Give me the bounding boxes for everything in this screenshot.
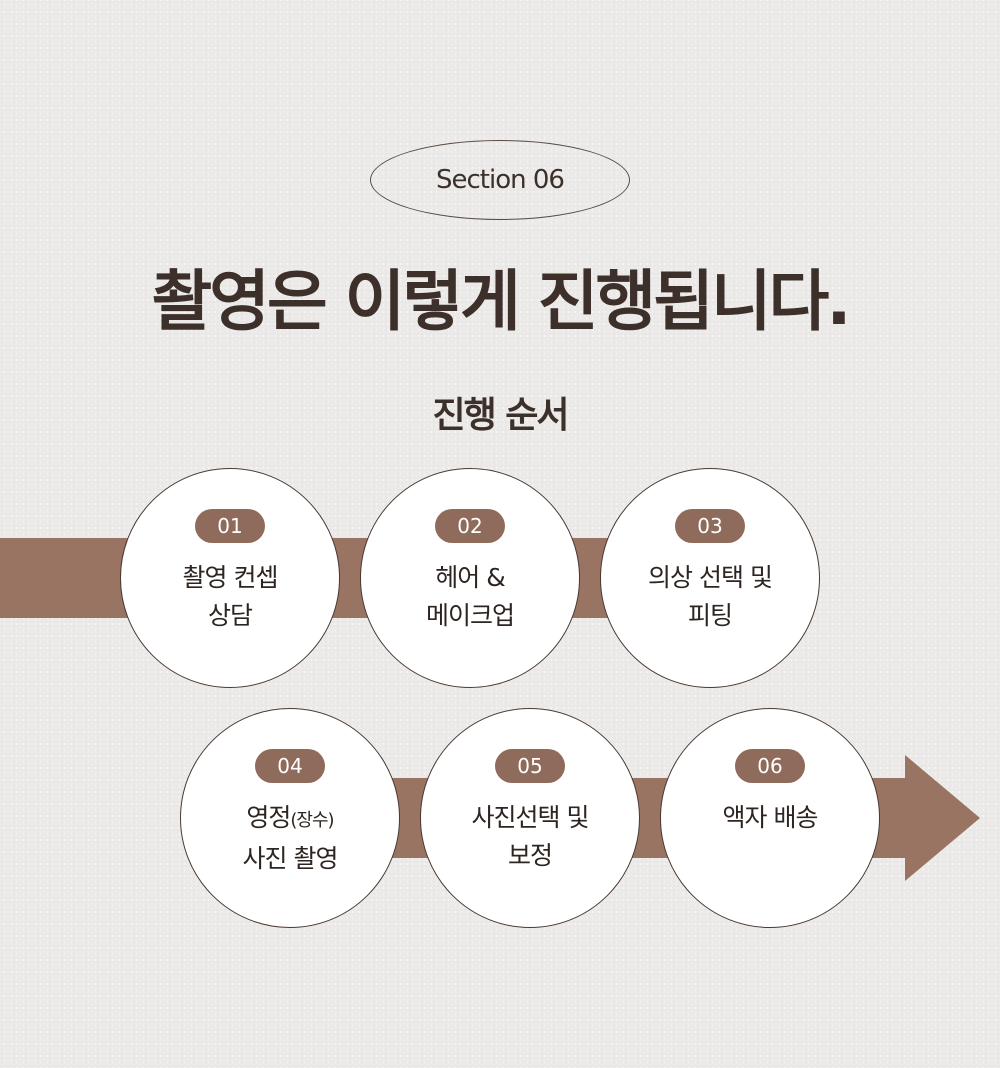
- process-subtitle: 진행 순서: [432, 395, 569, 436]
- step-number-badge: 04: [255, 749, 325, 783]
- page-title: 촬영은 이렇게 진행됩니다.: [151, 263, 852, 340]
- step-label: 헤어 &메이크업: [425, 563, 515, 630]
- step-label: 액자 배송: [722, 803, 819, 832]
- section-badge: Section 06: [370, 140, 630, 220]
- section-label: Section 06: [436, 165, 565, 195]
- step-number-badge: 02: [435, 509, 505, 543]
- step-number-badge: 03: [675, 509, 745, 543]
- step-number-badge: 05: [495, 749, 565, 783]
- step-label: 영정(장수)사진 촬영: [242, 803, 339, 873]
- arrow-right-icon: [905, 755, 980, 881]
- step-number-badge: 06: [735, 749, 805, 783]
- step-04: 04 영정(장수)사진 촬영: [180, 708, 400, 928]
- step-number-badge: 01: [195, 509, 265, 543]
- step-06: 06 액자 배송: [660, 708, 880, 928]
- step-02: 02 헤어 &메이크업: [360, 468, 580, 688]
